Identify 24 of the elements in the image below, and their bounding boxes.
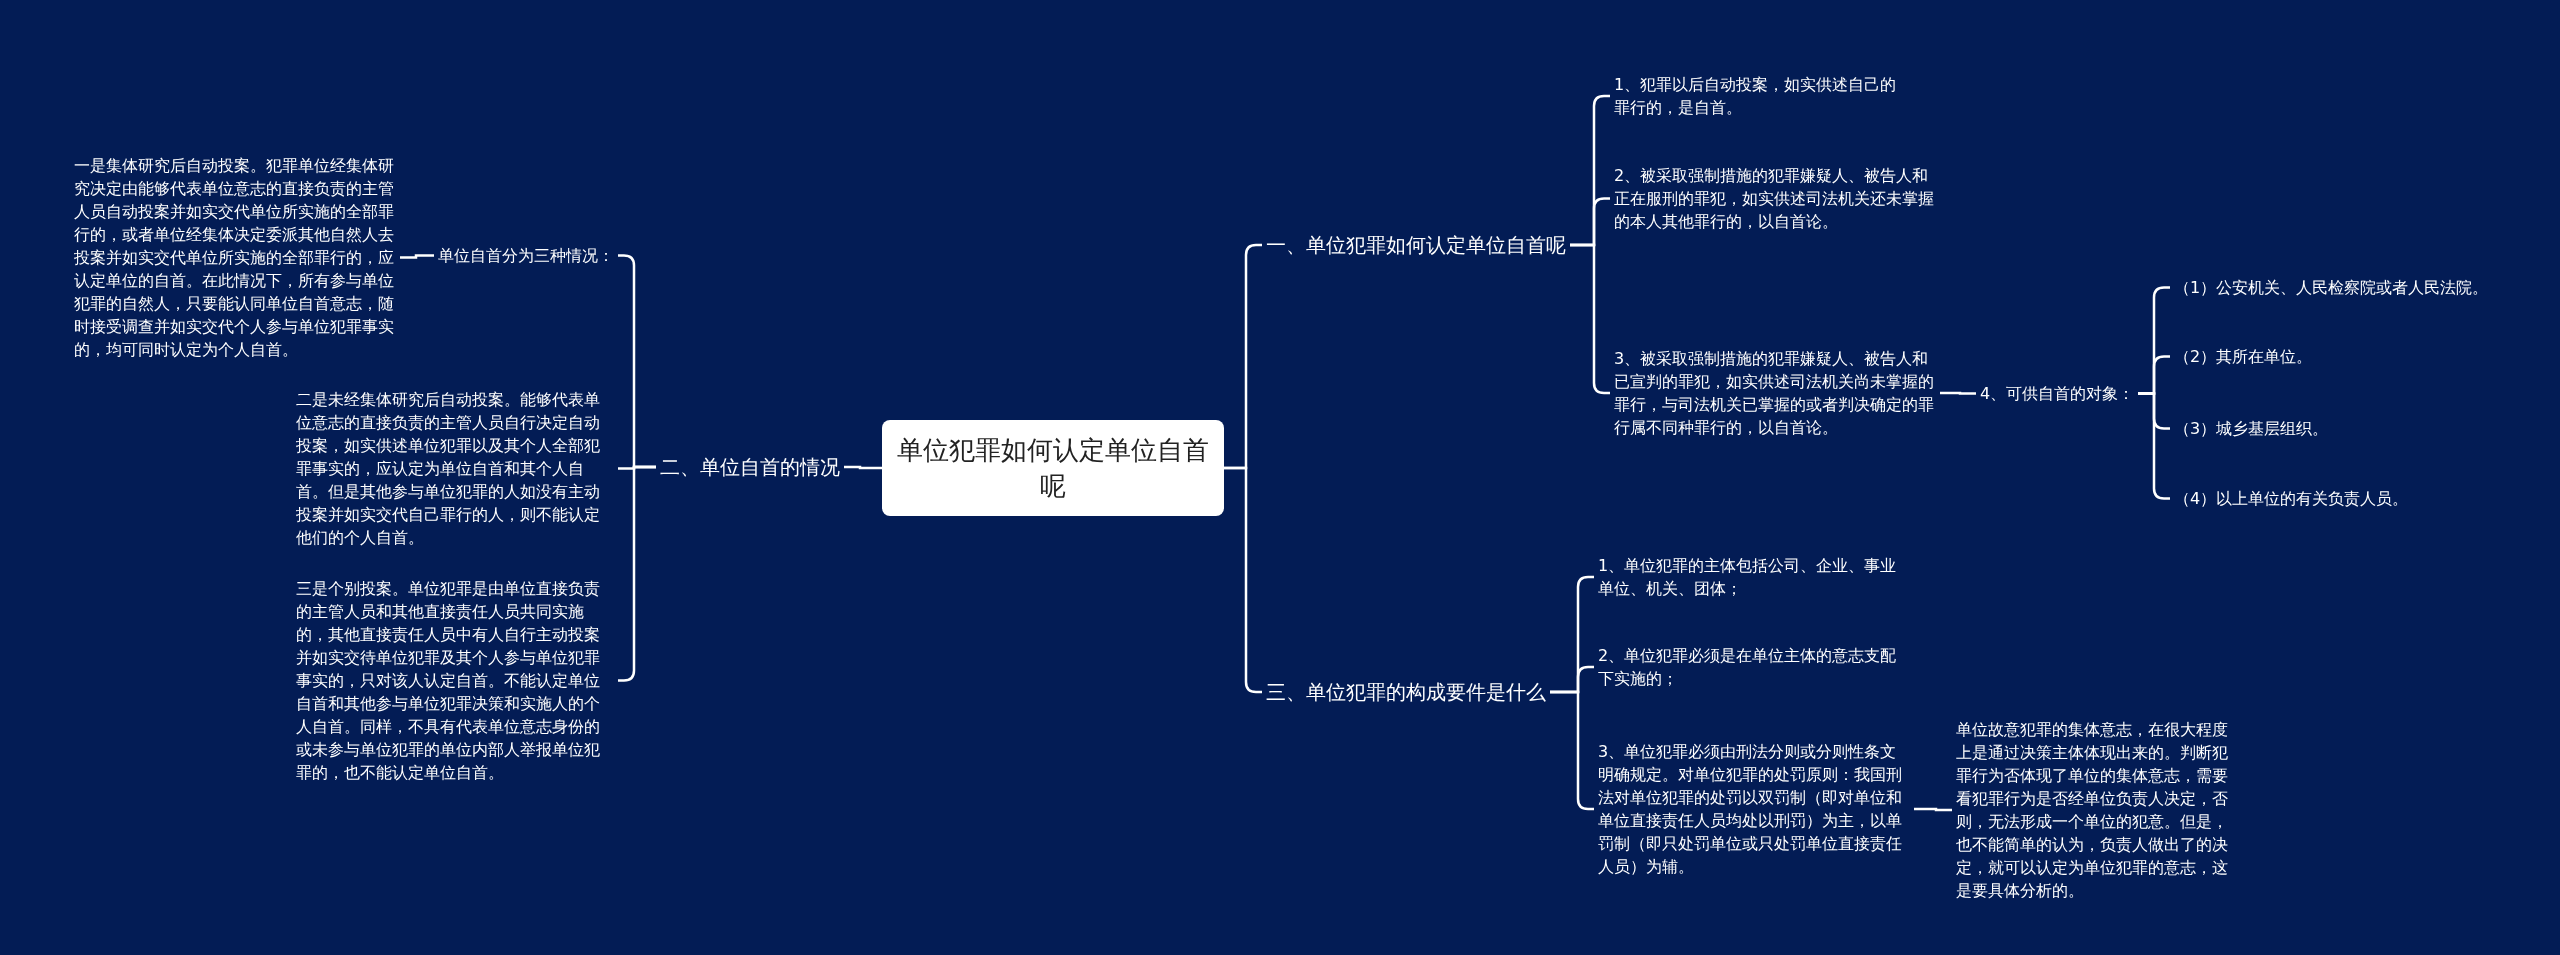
- note-text: 单位故意犯罪的集体意志，在很大程度上是通过决策主体体现出来的。判断犯罪行为否体现了单位的集体意志，需要看犯罪行为是否经单位负责人决定，否则，无法形成一个单位的犯意。但是，也不能简单的认为，负责人做出了的决定，就可以认定为单位犯罪的意志，这是要具体分析的。: [1952, 718, 2242, 902]
- topic-label: 4、可供自首的对象：: [1976, 381, 2139, 405]
- note-text: 二是未经集体研究后自动投案。能够代表单位意志的直接负责的主管人员自行决定自动投案，如实供述单位犯罪以及其个人全部犯罪事实的，应认定为单位自首和其个人自首。但是其他参与单位犯罪的人如没有主动投案并如实交代自己罪行的人，则不能认定他们的个人自首。: [292, 387, 618, 549]
- connector-line: [1914, 807, 1952, 812]
- topic-label: （3）城乡基层组织。: [2170, 416, 2333, 440]
- topic-box: 单位犯罪如何认定单位自首呢: [882, 420, 1224, 516]
- note-text: 3、被采取强制措施的犯罪嫌疑人、被告人和已宣判的罪犯，如实供述司法机关尚未掌握的罪行，与司法机关已掌握的或者判决确定的罪行属不同种罪行的，以自首论。: [1610, 347, 1940, 439]
- connector-line: [844, 465, 882, 470]
- branch-label: 三、单位犯罪的构成要件是什么: [1262, 678, 1550, 706]
- topic-label: 单位自首分为三种情况：: [434, 243, 618, 267]
- note-text: 一是集体研究后自动投案。犯罪单位经集体研究决定由能够代表单位意志的直接负责的主管人员自动投案并如实交代单位所实施的全部罪行的，或者单位经集体决定委派其他自然人去投案并如实交代单位所实施的全部罪行的，应认定单位的自首。在此情况下，所有参与单位犯罪的自然人，只要能认同单位自首意志，随时接受调查并如实交代个人参与单位犯罪事实的，均可同时认定为个人自首。: [70, 153, 400, 361]
- connector-line: [400, 254, 434, 259]
- topic-label: （2）其所在单位。: [2170, 344, 2317, 368]
- topic-label: （4）以上单位的有关负责人员。: [2170, 486, 2413, 510]
- note-text: 2、被采取强制措施的犯罪嫌疑人、被告人和正在服刑的罪犯，如实供述司法机关还未掌握的本人其他罪行的，以自首论。: [1610, 163, 1940, 233]
- connector-line: [1940, 391, 1976, 395]
- note-text: 三是个别投案。单位犯罪是由单位直接负责的主管人员和其他直接责任人员共同实施的，其他直接责任人员中有人自行主动投案并如实交待单位犯罪及其个人参与单位犯罪事实的，只对该人认定自首。不能认定单位自首和其他参与单位犯罪决策和实施人的个人自首。同样，不具有代表单位意志身份的或未参与单位犯罪的单位内部人举报单位犯罪的，也不能认定单位自首。: [292, 576, 618, 784]
- topic-label: （1）公安机关、人民检察院或者人民法院。: [2170, 275, 2493, 299]
- branch-label: 二、单位自首的情况: [656, 453, 844, 481]
- note-text: 1、单位犯罪的主体包括公司、企业、事业单位、机关、团体；: [1594, 554, 1904, 600]
- note-text: 1、犯罪以后自动投案，如实供述自己的罪行的，是自首。: [1610, 73, 1910, 119]
- note-text: 3、单位犯罪必须由刑法分则或分则性条文明确规定。对单位犯罪的处罚原则：我国刑法对单位犯罪的处罚以双罚制（即对单位和单位直接责任人员均处以刑罚）为主，以单罚制（即只处罚单位或只处罚单位直接责任人员）为辅。: [1594, 740, 1914, 878]
- branch-label: 一、单位犯罪如何认定单位自首呢: [1262, 231, 1570, 259]
- note-text: 2、单位犯罪必须是在单位主体的意志支配下实施的；: [1594, 644, 1904, 690]
